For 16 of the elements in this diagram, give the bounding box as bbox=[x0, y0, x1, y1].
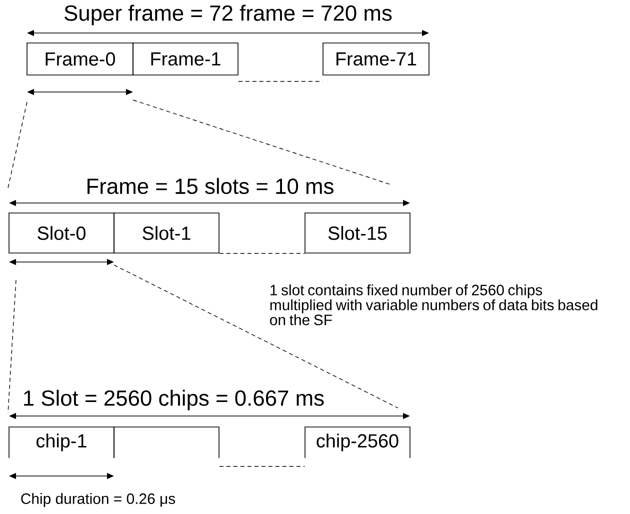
chip-pulse bbox=[114, 426, 220, 458]
slot-box: Slot-1 bbox=[114, 212, 220, 254]
slot-box: Slot-0 bbox=[8, 212, 114, 254]
chip-pulse: chip-1 bbox=[8, 426, 114, 458]
dimension-label: Frame = 15 slots = 10 ms bbox=[88, 178, 334, 194]
dimension-label: 1 Slot = 2560 chips = 0.667 ms bbox=[24, 390, 324, 410]
continuation-line bbox=[219, 253, 305, 254]
slot-box: Slot-15 bbox=[304, 212, 410, 254]
dimension-label: Super frame = 72 frame = 720 ms bbox=[64, 4, 392, 26]
frame-box: Frame-71 bbox=[322, 42, 430, 76]
note-text: 1 slot contains fixed number of 2560 chips multiplied with variable numbers of data bits based on the SF bbox=[270, 284, 598, 326]
dimension-label: Chip duration = 0.26 μs bbox=[21, 493, 176, 507]
frame-box: Frame-1 bbox=[132, 42, 238, 76]
chip-pulse: chip-2560 bbox=[304, 426, 410, 458]
frame-box: Frame-0 bbox=[26, 42, 134, 76]
continuation-line bbox=[219, 466, 305, 467]
